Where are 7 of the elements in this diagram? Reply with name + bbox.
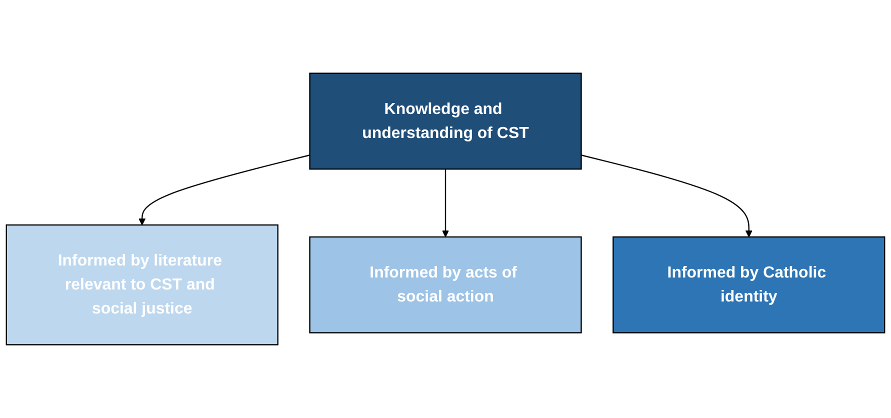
arrow bbox=[581, 154, 752, 238]
node-box: Informed by Catholic identity bbox=[612, 236, 886, 334]
arrow bbox=[442, 169, 450, 238]
node-box: Informed by literature relevant to CST and social justice bbox=[6, 224, 278, 346]
arrow bbox=[138, 154, 310, 226]
node-box: Informed by acts of social action bbox=[309, 236, 582, 334]
node-box: Knowledge and understanding of CST bbox=[309, 72, 582, 170]
